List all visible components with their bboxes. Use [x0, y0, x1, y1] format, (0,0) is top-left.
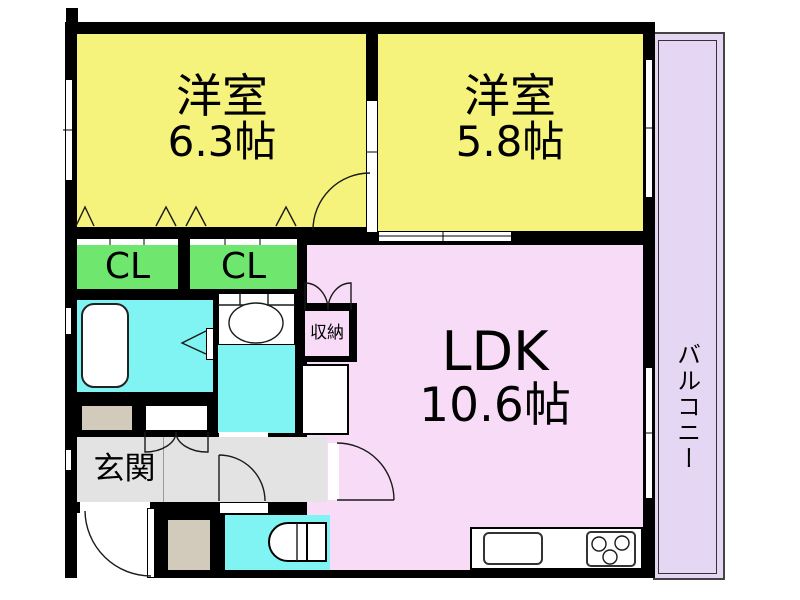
bedroom2-size: 5.8帖: [455, 117, 565, 167]
bedroom2-name: 洋室: [464, 68, 556, 123]
bathroom-door-leaf: [206, 328, 214, 360]
ldk-window: [645, 368, 653, 498]
entrance-side-cabinet: [166, 518, 212, 572]
entrance-label: 玄関: [93, 450, 156, 487]
toilet-tank: [306, 522, 327, 562]
bedroom1-size: 6.3帖: [167, 117, 277, 167]
balcony-inner-line: [658, 40, 717, 574]
shoe-cabinet: [80, 404, 134, 432]
ldk-size: 10.6帖: [419, 378, 571, 434]
storage-label: 収納: [310, 322, 344, 343]
toilet-doorway-gap: [220, 503, 268, 513]
bedroom2-label: 洋室 5.8帖: [385, 58, 635, 178]
front-door-opening: [80, 502, 150, 513]
closet-right-floor: [190, 245, 297, 289]
wall-stub-top-left: [66, 8, 78, 22]
bathtub: [81, 303, 129, 388]
entrance-step-line: [163, 437, 164, 502]
closet-left-label: CL: [104, 246, 151, 288]
bedroom1-window: [65, 80, 73, 180]
hall-closet: [144, 404, 209, 432]
washbasin-counter: [218, 293, 295, 345]
bedroom2-floor: [378, 34, 643, 231]
bathroom-window: [65, 308, 72, 334]
front-door-swing-area: [77, 513, 155, 578]
balcony-label: バルコニー: [672, 342, 701, 472]
ldk-floor: [307, 245, 643, 570]
bedroom1-name: 洋室: [176, 68, 268, 123]
washroom-doorway-gap: [219, 432, 268, 437]
ldk-name: LDK: [441, 320, 549, 384]
storage-floor: [305, 311, 349, 356]
toilet-bowl: [268, 522, 308, 562]
sliding-door-bedroom2-ldk: [378, 231, 512, 242]
ldk-label: LDK 10.6帖: [370, 305, 620, 450]
kitchen-sink: [483, 532, 543, 565]
bedroom-partition: [366, 100, 378, 233]
closet-right-label: CL: [220, 246, 267, 288]
kitchen-stove: [586, 531, 636, 567]
closet-left-floor: [77, 245, 178, 289]
ldk-doorway-gap: [328, 443, 339, 500]
bedroom2-window: [645, 60, 653, 197]
washing-machine-space: [301, 364, 349, 435]
entrance-window: [65, 450, 72, 470]
washroom-floor: [218, 345, 295, 433]
front-door-leaf: [147, 508, 155, 578]
bedroom1-label: 洋室 6.3帖: [97, 58, 347, 178]
